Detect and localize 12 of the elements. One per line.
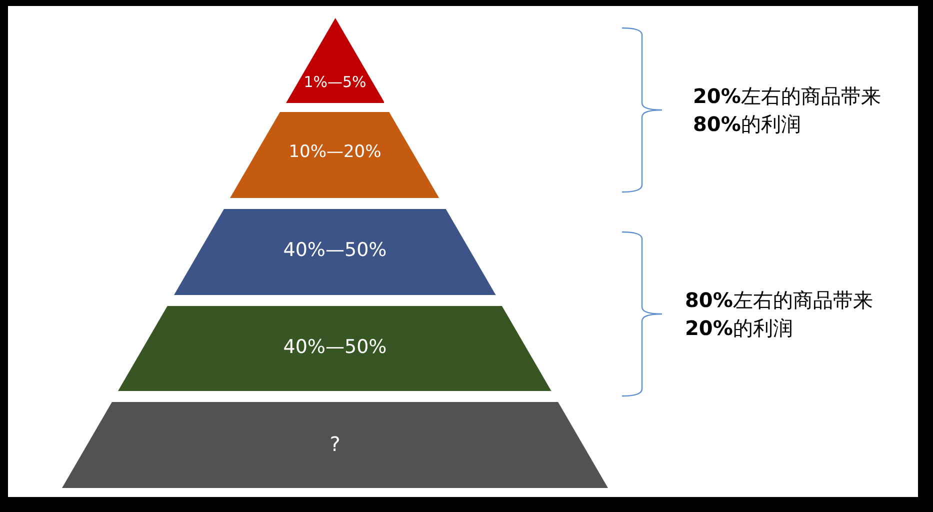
trapezoid-layer <box>62 402 608 488</box>
layer-label: 40%—50% <box>282 239 388 261</box>
note-text: 20%左右的商品带来80%的利润 <box>693 83 882 138</box>
layer-label: 40%—50% <box>282 336 388 358</box>
layer-label: 1%—5% <box>302 73 368 91</box>
trapezoid-layer <box>118 306 552 391</box>
triangle-layer <box>286 18 384 103</box>
trapezoid-layer <box>174 209 496 295</box>
note-text: 80%左右的商品带来20%的利润 <box>685 287 874 342</box>
trapezoid-layer <box>230 112 440 198</box>
layer-label: ? <box>328 432 342 456</box>
layer-label: 10%—20% <box>288 142 382 162</box>
